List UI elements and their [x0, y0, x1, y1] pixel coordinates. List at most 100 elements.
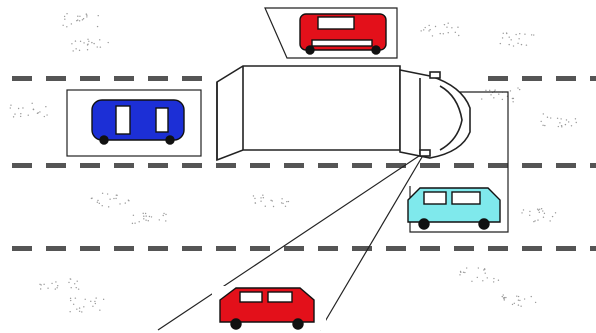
speckle-dot: [503, 33, 504, 34]
speckle-dot: [57, 285, 58, 286]
speckle-dot: [538, 209, 539, 210]
speckle-dot: [83, 18, 84, 19]
speckle-dot: [39, 111, 40, 112]
speckle-dot: [31, 103, 32, 104]
speckle-dot: [540, 121, 541, 122]
lane-dash: [556, 76, 576, 81]
speckle-dot: [55, 281, 56, 282]
speckle-dot: [91, 42, 92, 43]
lane-dash: [420, 163, 440, 168]
lane-dash: [420, 246, 440, 251]
speckle-dot: [70, 298, 71, 299]
speckle-dot: [542, 125, 543, 126]
blue-car-body: [92, 100, 184, 140]
speckle-dot: [524, 298, 525, 299]
speckle-dot: [543, 217, 544, 218]
speckle-dot: [484, 268, 485, 269]
speckle-dot: [444, 24, 445, 25]
speckle-dot: [552, 216, 553, 217]
speckle-dot: [46, 114, 47, 115]
speckle-dot: [77, 281, 78, 282]
speckle-dot: [97, 200, 98, 201]
red-car-bottom-wheel: [231, 319, 241, 329]
lane-dash: [352, 163, 372, 168]
cyan-car-window: [452, 192, 480, 204]
speckle-dot: [440, 33, 441, 34]
speckle-dot: [260, 200, 261, 201]
speckle-dot: [87, 43, 88, 44]
speckle-dot: [520, 306, 521, 307]
speckle-dot: [28, 115, 29, 116]
speckle-dot: [555, 212, 556, 213]
speckle-dot: [90, 301, 91, 302]
speckle-dot: [503, 294, 504, 295]
speckle-dot: [76, 287, 77, 288]
lane-dash: [182, 246, 202, 251]
speckle-dot: [493, 97, 494, 98]
lane-dash: [488, 246, 508, 251]
lane-dash: [250, 163, 270, 168]
speckle-dot: [428, 30, 429, 31]
speckle-dot: [420, 30, 421, 31]
speckle-dot: [493, 281, 494, 282]
speckle-dot: [547, 117, 548, 118]
lane-dash: [80, 246, 100, 251]
speckle-dot: [68, 282, 69, 283]
speckle-dot: [487, 277, 488, 278]
lane-dash: [114, 76, 134, 81]
speckle-dot: [485, 90, 486, 91]
speckle-dot: [43, 284, 44, 285]
speckle-dot: [115, 198, 116, 199]
speckle-dot: [566, 119, 567, 120]
speckle-dot: [263, 197, 264, 198]
speckle-dot: [424, 27, 425, 28]
truck-cargo-box: [217, 66, 400, 160]
blue-car: [92, 100, 184, 144]
speckle-dot: [518, 296, 519, 297]
speckle-dot: [533, 221, 534, 222]
speckle-dot: [457, 27, 458, 28]
speckle-dot: [151, 216, 152, 217]
lane-dash: [590, 246, 596, 251]
speckle-dot: [71, 287, 72, 288]
speckle-dot: [119, 203, 120, 204]
speckle-dot: [97, 202, 98, 203]
speckle-dot: [75, 48, 76, 49]
red-car-top-window: [318, 17, 354, 29]
speckle-dot: [429, 29, 430, 30]
speckle-dot: [40, 284, 41, 285]
speckle-dot: [99, 309, 100, 310]
speckle-dot: [143, 216, 144, 217]
speckle-dot: [541, 208, 542, 209]
speckle-dot: [55, 288, 56, 289]
speckle-dot: [145, 219, 146, 220]
speckle-dot: [13, 116, 14, 117]
speckle-dot: [71, 23, 72, 24]
speckle-dot: [103, 299, 104, 300]
speckle-dot: [466, 267, 467, 268]
speckle-dot: [108, 206, 109, 207]
lane-dash: [12, 76, 32, 81]
speckle-dot: [69, 311, 70, 312]
speckle-dot: [478, 267, 479, 268]
speckle-dot: [163, 213, 164, 214]
speckle-dot: [560, 118, 561, 119]
speckle-dot: [56, 287, 57, 288]
speckle-dot: [460, 271, 461, 272]
speckle-dot: [66, 13, 67, 14]
speckle-dot: [286, 201, 287, 202]
speckle-dot: [255, 202, 256, 203]
speckle-dot: [539, 209, 540, 210]
speckle-dot: [86, 15, 87, 16]
speckle-dot: [521, 212, 522, 213]
speckle-dot: [518, 300, 519, 301]
speckle-dot: [95, 297, 96, 298]
speckle-dot: [79, 16, 80, 17]
lane-dash: [318, 246, 338, 251]
speckle-dot: [490, 94, 491, 95]
lane-dash: [454, 163, 474, 168]
speckle-dot: [531, 296, 532, 297]
speckle-dot: [108, 42, 109, 43]
lane-dash: [522, 246, 542, 251]
speckle-dot: [45, 106, 46, 107]
